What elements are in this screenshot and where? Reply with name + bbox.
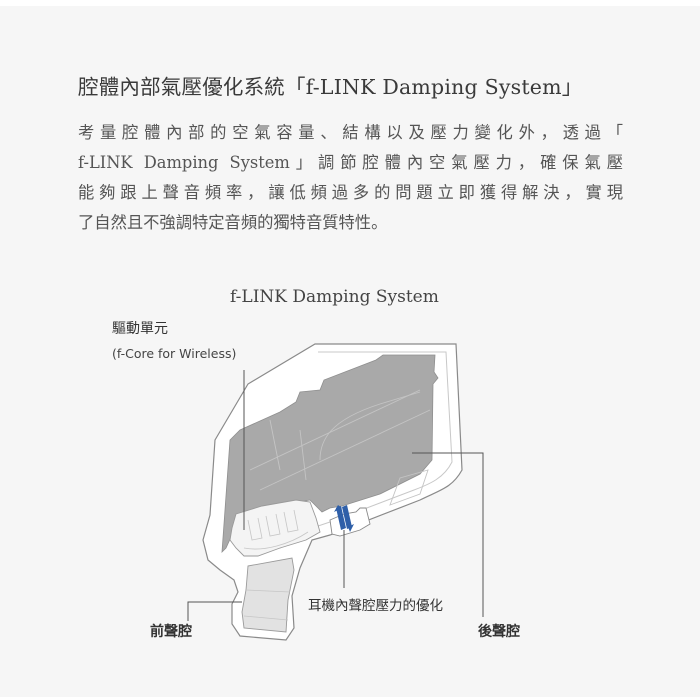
driver-unit: [229, 499, 321, 557]
front-chamber-leader-line: [187, 601, 242, 621]
rear-chamber-label: 後聲腔: [478, 624, 520, 640]
driver-unit-detail: [243, 509, 309, 550]
shell-inner-outline: [279, 351, 453, 549]
description-line: 能夠跟上聲音頻率，讓低頻過多的問題立即獲得解決，實現: [78, 183, 623, 202]
driver-unit-label: 驅動單元: [112, 321, 168, 337]
description-line: 了自然且不強調特定音頻的獨特音質特性。: [78, 213, 388, 232]
front-chamber: [241, 557, 295, 633]
rear-chamber-leader-line: [412, 452, 484, 617]
description-paragraph: 考量腔體內部的空氣容量、結構以及壓力變化外，透過「 f-LINK Damping…: [78, 118, 623, 238]
front-chamber-divider: [245, 589, 291, 593]
pressure-optimization-label: 耳機內聲腔壓力的優化: [308, 598, 443, 614]
front-chamber-divider: [243, 615, 289, 621]
description-line: f-LINK Damping System」調節腔體內空氣壓力，確保氣壓: [78, 153, 623, 172]
driver-unit-sublabel: (f-Core for Wireless): [112, 346, 237, 361]
vent-airflow-arrows-icon: [334, 505, 354, 532]
front-chamber-label: 前聲腔: [150, 624, 192, 640]
rear-chamber-detail-lines: [249, 389, 431, 506]
leader-lines: [187, 370, 484, 621]
page-title: 腔體內部氣壓優化系統「f-LINK Damping System」: [78, 75, 583, 99]
diagram-title: f-LINK Damping System: [230, 287, 439, 307]
description-line: 考量腔體內部的空氣容量、結構以及壓力變化外，透過「: [78, 123, 623, 142]
